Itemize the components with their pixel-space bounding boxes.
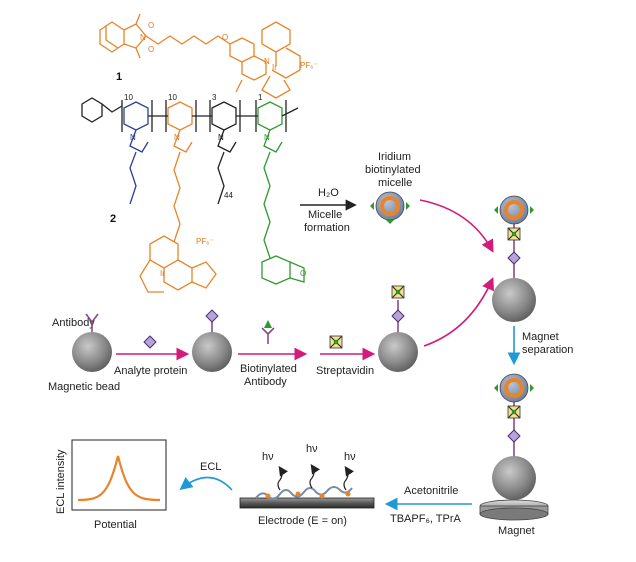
- ecl-plot: [71, 439, 167, 511]
- bead-to-micelle-arrow: [423, 277, 494, 347]
- compound-2-backbone: [81, 97, 305, 293]
- bead-2-group: [192, 309, 232, 372]
- compound-1-structure: [99, 13, 301, 99]
- biotin-atom-o: O: [300, 269, 306, 278]
- c1-atom-o2: O: [148, 45, 154, 54]
- magnet-label: Magnet: [498, 525, 535, 537]
- micelle-caption-line1: Iridium: [378, 151, 411, 163]
- c1-atom-o: O: [148, 21, 154, 30]
- micelle-label-line1: Micelle: [308, 209, 342, 221]
- bead-3-group: [378, 285, 418, 372]
- ecl-x-axis-label: Potential: [94, 519, 137, 531]
- c2-counterion: PF₆⁻: [196, 237, 214, 246]
- micelle-icon: [370, 191, 410, 224]
- micelle-bead-conjugate: [492, 195, 536, 322]
- hv-label-3: hν: [344, 451, 356, 463]
- subscript-2: 10: [168, 93, 177, 102]
- micelle-label-line2: formation: [304, 222, 350, 234]
- streptavidin-icon: [329, 335, 343, 349]
- subscript-4: 1: [258, 93, 263, 102]
- compound-2-label: 2: [110, 213, 116, 225]
- ecl-y-axis-label: ECL intensity: [55, 449, 67, 514]
- c2-ir: Ir: [160, 269, 165, 278]
- micelle-caption-line2: biotinylated: [365, 164, 421, 176]
- hv-label-1: hν: [262, 451, 274, 463]
- biotinylated-antibody-icon: [261, 320, 275, 344]
- c1-ir: Ir: [272, 63, 277, 72]
- magnetic-bead-label: Magnetic bead: [48, 381, 120, 393]
- c2-atom-n-blue: N: [130, 133, 136, 142]
- c1-counterion: PF₆⁻: [300, 61, 318, 70]
- conjugate-on-magnet: [492, 373, 536, 500]
- ecl-curve: [77, 455, 161, 502]
- antibody-icon: [85, 313, 99, 333]
- ecl-arrow: [179, 476, 233, 491]
- h2o-label: H₂O: [318, 187, 339, 199]
- analyte-protein-icon: [143, 335, 157, 349]
- magnetic-bead-1: [72, 332, 112, 372]
- magnet-sep-line2: separation: [522, 344, 573, 356]
- magnet-sep-line1: Magnet: [522, 331, 559, 343]
- subscript-1: 10: [124, 93, 133, 102]
- c2-atom-n-green: N: [264, 133, 270, 142]
- ecl-label: ECL: [200, 461, 221, 473]
- analyte-protein-label: Analyte protein: [114, 365, 187, 377]
- antibody-label: Antibody: [52, 317, 95, 329]
- c1-atom-o3: O: [222, 33, 228, 42]
- c1-atom-n2: N: [264, 57, 270, 66]
- photon-emission: [277, 464, 354, 491]
- streptavidin-label: Streptavidin: [316, 365, 374, 377]
- c2-atom-n-orange: N: [174, 133, 180, 142]
- electrode-label: Electrode (E = on): [258, 515, 347, 527]
- biotinylated-label-line1: Biotinylated: [240, 363, 297, 375]
- peg-subscript: 44: [224, 191, 233, 200]
- magnet-icon: [479, 499, 549, 521]
- electrode-icon: [239, 486, 375, 509]
- micelle-caption-line3: micelle: [378, 177, 412, 189]
- micelle-to-bead-arrow: [419, 199, 494, 253]
- hv-label-2: hν: [306, 443, 318, 455]
- c2-atom-n-black: N: [218, 133, 224, 142]
- subscript-3: 3: [212, 93, 217, 102]
- electrolyte-label: TBAPF₆, TPrA: [390, 513, 462, 525]
- compound-1-label: 1: [116, 71, 122, 83]
- biotinylated-label-line2: Antibody: [244, 376, 287, 388]
- acetonitrile-label: Acetonitrile: [404, 485, 458, 497]
- c1-atom-n: N: [140, 33, 146, 42]
